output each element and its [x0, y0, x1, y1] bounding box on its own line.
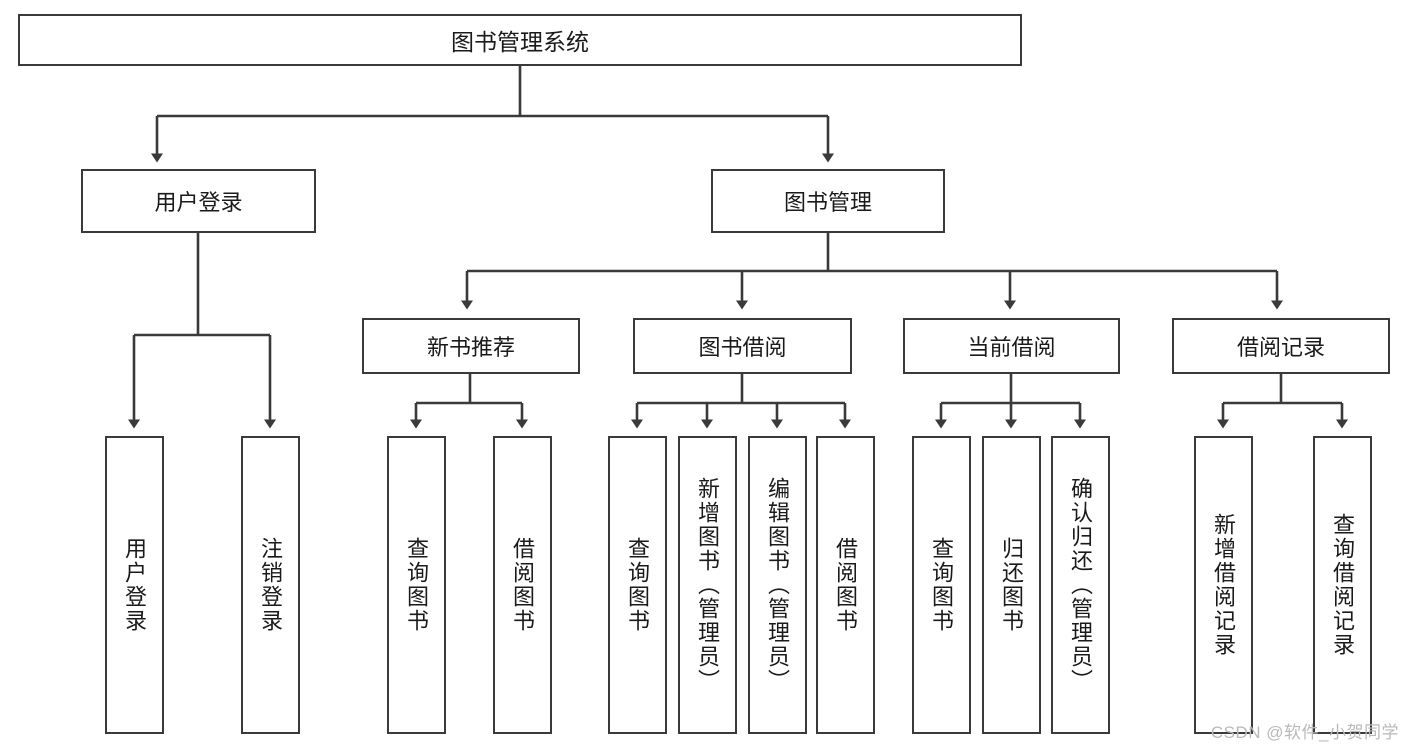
node-label: 当前借阅 — [967, 335, 1056, 360]
node-label: 归还图书 — [999, 537, 1025, 633]
leaf-logout[interactable]: 注销登录 — [241, 436, 300, 734]
node-label: 新增借阅记录 — [1211, 513, 1237, 657]
leaf-borrow-book-recommend[interactable]: 借阅图书 — [493, 436, 552, 734]
leaf-borrow-book[interactable]: 借阅图书 — [816, 436, 875, 734]
node-new-book-recommend[interactable]: 新书推荐 — [362, 318, 580, 374]
node-label: 编辑图书（管理员） — [765, 477, 791, 693]
node-book-borrow[interactable]: 图书借阅 — [633, 318, 852, 374]
leaf-query-book-current[interactable]: 查询图书 — [912, 436, 971, 734]
node-label: 查询图书 — [404, 537, 430, 633]
node-current-borrow[interactable]: 当前借阅 — [903, 318, 1120, 374]
edges-currentborrow-to-leaves — [935, 374, 1086, 429]
leaf-query-book-recommend[interactable]: 查询图书 — [387, 436, 446, 734]
leaf-return-book[interactable]: 归还图书 — [982, 436, 1041, 734]
node-label: 新书推荐 — [426, 335, 515, 360]
node-label: 查询图书 — [929, 537, 955, 633]
edges-bookmgmt-to-level3 — [461, 233, 1283, 310]
node-book-management[interactable]: 图书管理 — [711, 169, 945, 233]
leaf-query-borrow-record[interactable]: 查询借阅记录 — [1313, 436, 1372, 734]
node-label: 新增图书（管理员） — [695, 477, 721, 693]
edges-userlogin-to-leaves — [128, 233, 276, 429]
node-label: 确认归还（管理员） — [1068, 477, 1094, 693]
node-label: 借阅图书 — [510, 537, 536, 633]
node-label: 查询图书 — [625, 537, 651, 633]
node-label: 图书管理 — [783, 190, 872, 215]
node-label: 图书管理系统 — [451, 29, 589, 55]
node-label: 借阅图书 — [833, 537, 859, 633]
leaf-add-borrow-record[interactable]: 新增借阅记录 — [1194, 436, 1253, 734]
edges-newbook-to-leaves — [410, 374, 528, 429]
node-label: 借阅记录 — [1236, 335, 1325, 360]
edges-borrowrecord-to-leaves — [1217, 374, 1348, 429]
node-borrow-record[interactable]: 借阅记录 — [1172, 318, 1390, 374]
node-label: 注销登录 — [258, 537, 284, 633]
edges-bookborrow-to-leaves — [631, 374, 851, 429]
node-label: 用户登录 — [154, 190, 243, 215]
leaf-confirm-return-admin[interactable]: 确认归还（管理员） — [1051, 436, 1110, 734]
leaf-edit-book-admin[interactable]: 编辑图书（管理员） — [748, 436, 807, 734]
node-label: 图书借阅 — [698, 335, 787, 360]
edges-root-to-level2 — [151, 66, 834, 163]
leaf-user-login[interactable]: 用户登录 — [105, 436, 164, 734]
node-root-system[interactable]: 图书管理系统 — [18, 14, 1022, 66]
leaf-query-book-borrow[interactable]: 查询图书 — [608, 436, 667, 734]
node-label: 查询借阅记录 — [1330, 513, 1356, 657]
node-label: 用户登录 — [122, 537, 148, 633]
leaf-add-book-admin[interactable]: 新增图书（管理员） — [678, 436, 737, 734]
node-user-login[interactable]: 用户登录 — [81, 169, 316, 233]
